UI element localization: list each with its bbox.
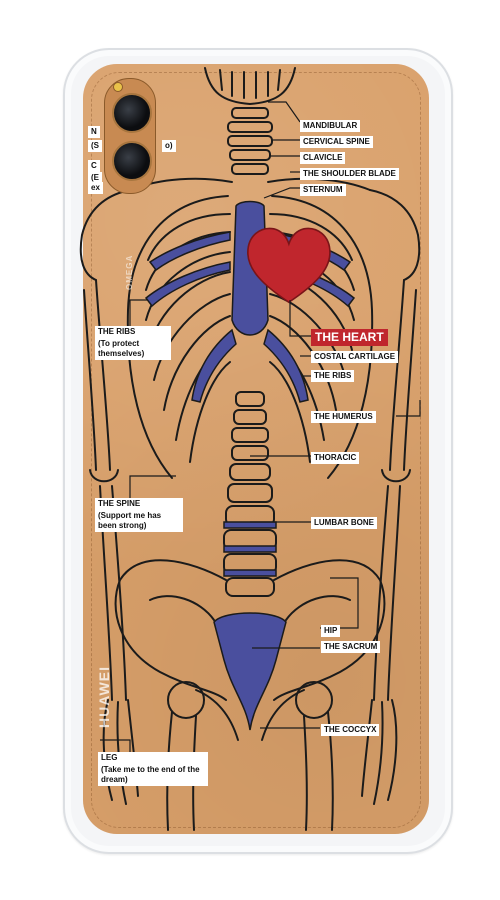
pelvis-right [273, 559, 386, 701]
label-shoulder-blade: THE SHOULDER BLADE [300, 168, 399, 180]
heart-shape [247, 227, 331, 304]
label-the-ribs-right: THE RIBS [311, 370, 355, 382]
camera-lens-top [112, 93, 152, 133]
label-hidden-2a: C [88, 160, 100, 172]
label-the-spine: THE SPINE (Support me has been strong) [95, 498, 183, 532]
label-the-coccyx: THE COCCYX [321, 724, 380, 736]
label-the-ribs-left: THE RIBS (To protect themselves) [95, 326, 171, 360]
label-hip: HIP [321, 625, 341, 637]
label-the-ribs-left-note: (To protect themselves) [98, 339, 145, 358]
pelvis-left [114, 559, 227, 701]
lumbar-disc [223, 521, 277, 529]
label-the-spine-note: (Support me has been strong) [98, 511, 162, 530]
label-leg: LEG (Take me to the end of the dream) [98, 752, 208, 786]
label-hidden-2b: (E [88, 172, 102, 184]
label-the-sacrum: THE SACRUM [321, 641, 381, 653]
label-thoracic: THORACIC [311, 452, 360, 464]
label-the-heart: THE HEART [311, 329, 388, 346]
label-lumbar-bone: LUMBAR BONE [311, 517, 377, 529]
camera-lens-bottom [112, 141, 152, 181]
cervical-vertebrae [227, 107, 273, 175]
camera-module [104, 78, 156, 194]
flash-icon [113, 82, 123, 92]
label-sternum: STERNUM [300, 184, 346, 196]
label-cervical-spine: CERVICAL SPINE [300, 136, 373, 148]
sacrum-shape [213, 612, 287, 731]
camera-brand-text: OMEGA [125, 254, 134, 290]
cartilage-shapes [144, 200, 356, 731]
ribcage-outline-right [271, 195, 374, 479]
label-clavicle: CLAVICLE [300, 152, 346, 164]
shoulder-right [369, 189, 421, 281]
label-costal-cartilage: COSTAL CARTILAGE [311, 351, 399, 363]
label-mandibular: MANDIBULAR [300, 120, 361, 132]
humerus-right [389, 279, 417, 471]
label-hidden-2c: ex [88, 182, 103, 194]
mandible [204, 67, 296, 105]
label-leg-title: LEG [101, 753, 118, 762]
ribcage-outline-left [126, 195, 229, 479]
label-the-ribs-left-title: THE RIBS [98, 327, 136, 336]
label-the-humerus: THE HUMERUS [311, 411, 376, 423]
label-hidden-1c: o) [162, 140, 176, 152]
shoulder-left [79, 189, 131, 281]
label-leg-note: (Take me to the end of the dream) [101, 765, 200, 784]
label-hidden-1b: (S [88, 140, 102, 152]
humerus-left [83, 279, 111, 471]
hip-joint-left [167, 681, 205, 719]
spine [223, 391, 277, 597]
leader-lines [100, 101, 421, 752]
hip-joint-right [295, 681, 333, 719]
brand-text: HUAWEI [96, 666, 112, 728]
label-the-spine-title: THE SPINE [98, 499, 141, 508]
label-hidden-1a: N [88, 126, 100, 138]
